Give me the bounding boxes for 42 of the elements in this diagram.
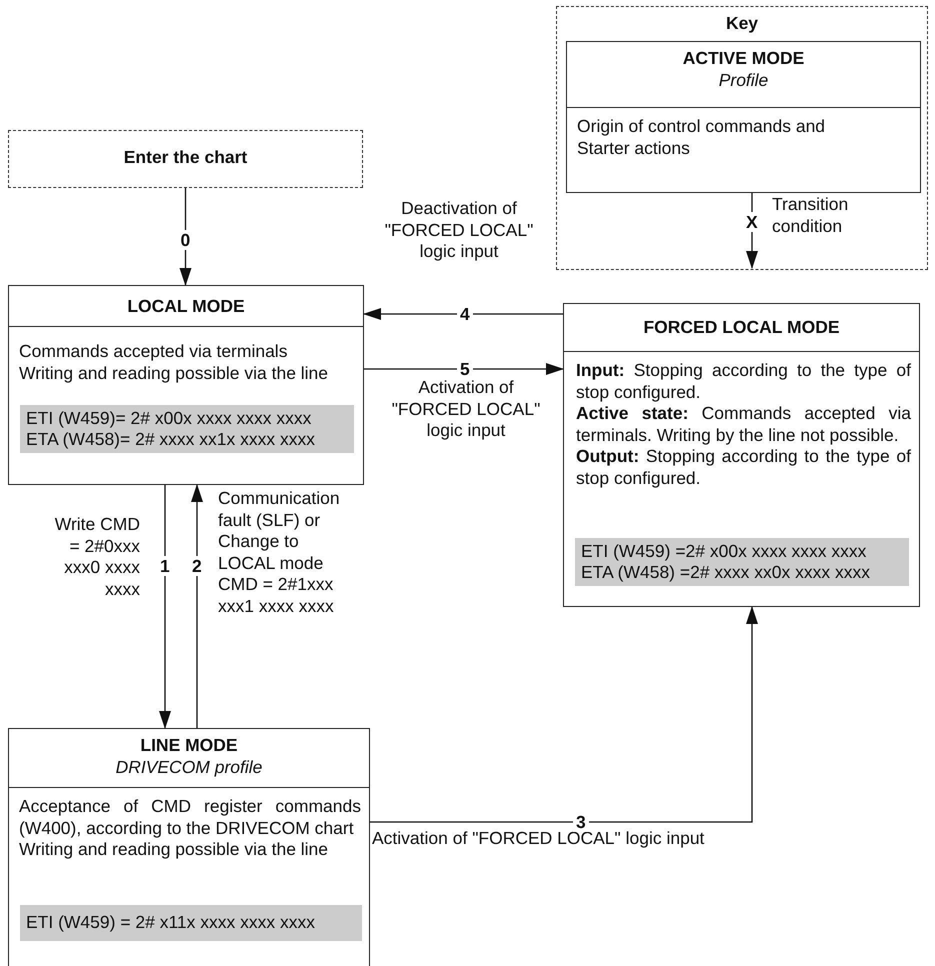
transition-condition-text: Write CMD = 2#0xxx xxx0 xxxx xxxx	[54, 514, 140, 600]
description-text: Input: Stopping according to the type of stop configured.	[576, 360, 911, 403]
transition-condition-text: Communication fault (SLF) or Change to LOCAL mode CMD = 2#1xxx xxx1 xxxx xxxx	[218, 488, 341, 617]
description-text: Writing and reading possible via the line	[19, 362, 330, 384]
key-title: Key	[724, 13, 760, 34]
description-text: Commands accepted via terminals	[19, 341, 288, 362]
status-word-text: ETA (W458)= 2# xxxx xx1x xxxx xxxx	[26, 429, 316, 450]
transition-condition-text: Transition condition	[772, 194, 850, 237]
arrow	[191, 484, 203, 728]
description-text: Acceptance of CMD register commands (W400), according to the DRIVECOM chart	[19, 796, 361, 839]
state-title: LINE MODE	[139, 735, 239, 756]
arrow	[746, 193, 758, 269]
description-text: Output: Stopping according to the type of stop configured.	[576, 446, 911, 489]
arrow	[363, 308, 563, 320]
profile-subtitle: Profile	[718, 70, 770, 91]
description-text: Writing and reading possible via the line	[19, 839, 330, 860]
transition-condition-text: Activation of "FORCED LOCAL" logic input	[390, 377, 542, 442]
status-word-text: ETA (W458) =2# xxxx xx0x xxxx xxxx	[581, 562, 871, 584]
state-title: LOCAL MODE	[126, 296, 246, 318]
arrow	[159, 485, 171, 729]
state-box	[8, 285, 364, 485]
key-panel	[556, 6, 928, 270]
profile-subtitle: DRIVECOM profile	[114, 756, 264, 778]
description-text: Active state: Commands accepted via terminals. Writing by the line not possible.	[576, 403, 911, 446]
arrow	[364, 363, 564, 375]
arrow	[370, 606, 758, 823]
status-word-text: ETI (W459)= 2# x00x xxxx xxxx xxxx	[26, 408, 312, 429]
state-title: FORCED LOCAL MODE	[642, 317, 841, 338]
state-title: ACTIVE MODE	[682, 48, 806, 70]
description-text: Origin of control commands and Starter actions	[577, 116, 826, 159]
start-text: Enter the chart	[122, 147, 248, 168]
status-word-text: ETI (W459) = 2# x11x xxxx xxxx xxxx	[26, 912, 316, 934]
status-word-panel	[20, 905, 362, 941]
status-word-panel	[575, 538, 909, 586]
transition-condition-text: Deactivation of "FORCED LOCAL" logic input	[384, 198, 534, 262]
state-box	[563, 303, 920, 607]
arrow	[180, 188, 192, 286]
state-box	[8, 728, 370, 966]
status-word-panel	[20, 405, 354, 453]
start-box	[8, 130, 363, 188]
status-word-text: ETI (W459) =2# x00x xxxx xxxx xxxx	[581, 540, 868, 562]
state-box-sample	[566, 41, 921, 193]
